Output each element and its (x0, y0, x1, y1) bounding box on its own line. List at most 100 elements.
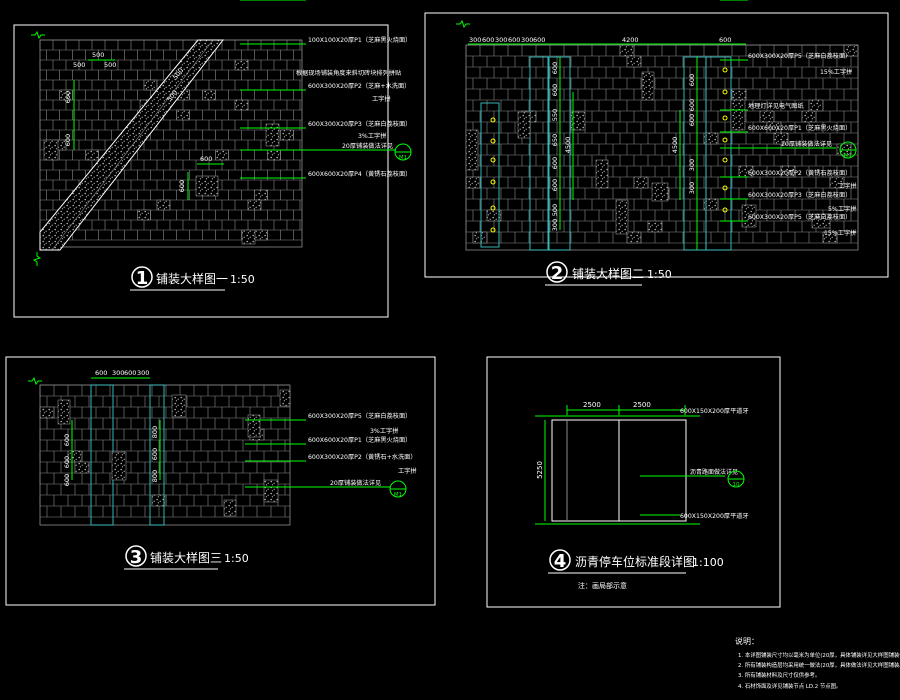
buried-light-marker (490, 205, 496, 211)
stone-tile (647, 220, 663, 233)
dimension-text: 4500 (564, 137, 572, 154)
stone-tile (254, 229, 268, 241)
callout-text: 15%工字拼 (820, 68, 852, 76)
callout-text: 600X600X20厚P1（芝麻黑火烧面） (748, 124, 851, 132)
stone-tile (626, 55, 642, 68)
title-block: 1 铺装大样图一 1:50 (130, 266, 255, 291)
detail-index-label: 10 (733, 482, 740, 488)
stone-tile (465, 129, 479, 171)
buried-light-marker (722, 207, 728, 213)
title-number-badge (125, 545, 147, 567)
stone-tile (202, 89, 216, 101)
callout-text: 600X300X20厚P2（芝麻+水洗面） (308, 82, 410, 90)
detail-index-label: M1 (394, 492, 402, 498)
buried-light-marker (722, 157, 728, 163)
title-number-badge (549, 549, 571, 571)
stone-tile (570, 111, 586, 131)
band-centerline (51, 39, 214, 251)
callout-text: 根据现场铺装角度来斜切砖块排列拼贴 (296, 69, 401, 77)
stone-tile (247, 414, 261, 438)
panel-1-frame (13, 24, 389, 318)
paving-boundary (39, 39, 303, 248)
stone-tile (641, 71, 655, 101)
buried-light-marker (490, 227, 496, 233)
dimension-text: 600 (719, 36, 731, 44)
callout-annotations: 600X300X20厚P5（芝麻白荔枝面）600X600X20厚P1（芝麻黑火烧… (245, 0, 417, 498)
callout-text: 600X300X20厚P5（芝麻白荔枝面） (308, 412, 411, 420)
detail-index-label: M1 (844, 153, 852, 159)
stone-tile (223, 499, 237, 517)
buried-light-marker (722, 185, 728, 191)
stone-tile (465, 176, 481, 189)
stone-tile (85, 149, 99, 161)
dimension-text: 600 (63, 474, 71, 486)
stone-tile (171, 394, 187, 418)
cyan-column-outline (705, 56, 732, 251)
drawing-scale: 1:50 (647, 268, 672, 281)
break-symbol (31, 30, 45, 40)
dimension-text: 600 (151, 448, 159, 460)
callout-text: 100X100X20厚P1（芝麻黑火烧面） (308, 36, 411, 44)
title-number: 4 (554, 551, 567, 572)
buried-light-marker (722, 89, 728, 95)
dimension-text: 300 (469, 36, 481, 44)
stone-tile (731, 88, 747, 101)
dimension-text: 500 (551, 204, 559, 216)
paving-grid (31, 30, 303, 266)
callout-text: 600X300X20厚P5（芝麻白荔枝面） (748, 213, 851, 221)
buried-light-marker (490, 117, 496, 123)
callout-text: 工字拼 (372, 95, 391, 103)
callout-text: 20厚铺装做法详见 (330, 479, 381, 487)
callout-text: 3%工字拼 (358, 132, 386, 140)
stone-tile (626, 231, 642, 244)
stone-tile (74, 461, 90, 474)
dimension-text: 600 (64, 91, 72, 103)
stone-tile (57, 399, 71, 425)
title-number-badge (546, 261, 568, 283)
dimension-text: 800 (151, 470, 159, 482)
drawing-scale: 1:100 (692, 556, 724, 569)
stone-tile (279, 389, 291, 407)
dimension-text: 300 (688, 182, 696, 194)
stone-tile (247, 199, 262, 211)
stone-tile (472, 231, 488, 244)
dimension-text: 600 (63, 456, 71, 468)
paving-grid (456, 19, 859, 251)
dimension-text: 600 (124, 369, 136, 377)
stone-tile (759, 110, 775, 123)
break-symbol (32, 252, 42, 266)
stone-tile (111, 451, 127, 481)
stone-tile (811, 213, 831, 229)
paving-grid (28, 376, 291, 526)
dimension-text: 600 (178, 180, 186, 192)
dimension-text: 500 (92, 51, 104, 59)
stone-tile (619, 44, 635, 57)
callout-text: 沥青路面做法详见 (690, 468, 738, 476)
callout-text: 3%工字拼 (370, 427, 398, 435)
dimension-text: 600 (95, 369, 107, 377)
break-symbol (456, 19, 470, 29)
callout-text: 20厚铺装做法详见 (342, 142, 393, 150)
stone-tile (265, 123, 280, 147)
callout-annotations: 600X300X20厚P5（芝麻白荔枝面）地理灯详见电气图纸600X600X20… (720, 0, 857, 237)
title-number: 3 (130, 547, 143, 568)
buried-light-marker (722, 137, 728, 143)
title-block: 4 沥青停车位标准段详图 1:100 注：画局部示意 (548, 549, 724, 590)
dimension-text: 4500 (671, 137, 679, 154)
title-block: 2 铺装大样图二 1:50 (545, 261, 672, 286)
break-symbol (28, 376, 42, 386)
stone-tile (280, 129, 294, 141)
stone-tile (43, 139, 59, 161)
callout-text: 5%工字拼 (828, 205, 856, 213)
stone-tile (234, 99, 249, 111)
title-number: 1 (136, 268, 149, 289)
stone-tile (651, 182, 669, 202)
callout-text: 工字拼 (838, 182, 857, 190)
dimension-text: 600 (533, 36, 545, 44)
dimension-text: 300 (521, 36, 533, 44)
